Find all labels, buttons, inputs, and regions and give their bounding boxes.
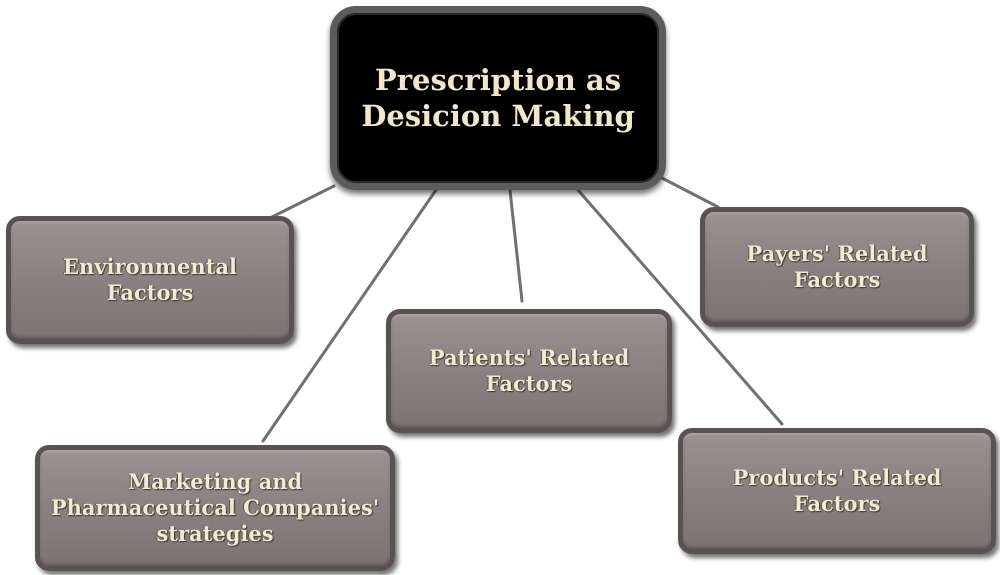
root-node-prescription-decision: Prescription as Desicion Making [330, 6, 666, 190]
node-patients-line-2: Factors [485, 371, 573, 396]
node-products-related-factors: Products' Related Factors [678, 428, 996, 554]
connector-root-marketing [261, 188, 438, 443]
node-payers-line-2: Factors [793, 267, 881, 292]
root-node-line-1: Prescription as [374, 62, 622, 97]
connector-root-products [576, 188, 784, 426]
node-environmental-factors: Environmental Factors [6, 216, 294, 344]
root-node-line-2: Desicion Making [361, 99, 635, 133]
node-marketing-line-2: Pharmaceutical Companies' [50, 494, 380, 520]
connector-root-patients [508, 188, 524, 303]
node-payers-related-factors: Payers' Related Factors [700, 207, 974, 327]
node-patients-line-1: Patients' Related [428, 344, 630, 370]
node-patients-related-factors: Patients' Related Factors [386, 309, 672, 433]
node-marketing-line-1: Marketing and [127, 468, 303, 494]
connector-root-payers [660, 176, 720, 209]
node-payers-line-1: Payers' Related [746, 240, 928, 266]
node-products-line-2: Factors [793, 491, 881, 516]
node-products-line-1: Products' Related [732, 464, 942, 490]
node-environmental-line-1: Environmental Factors [63, 253, 237, 305]
node-marketing-strategies: Marketing and Pharmaceutical Companies' … [35, 445, 395, 571]
connector-root-environmental [270, 184, 336, 219]
node-marketing-line-3: strategies [156, 521, 274, 547]
